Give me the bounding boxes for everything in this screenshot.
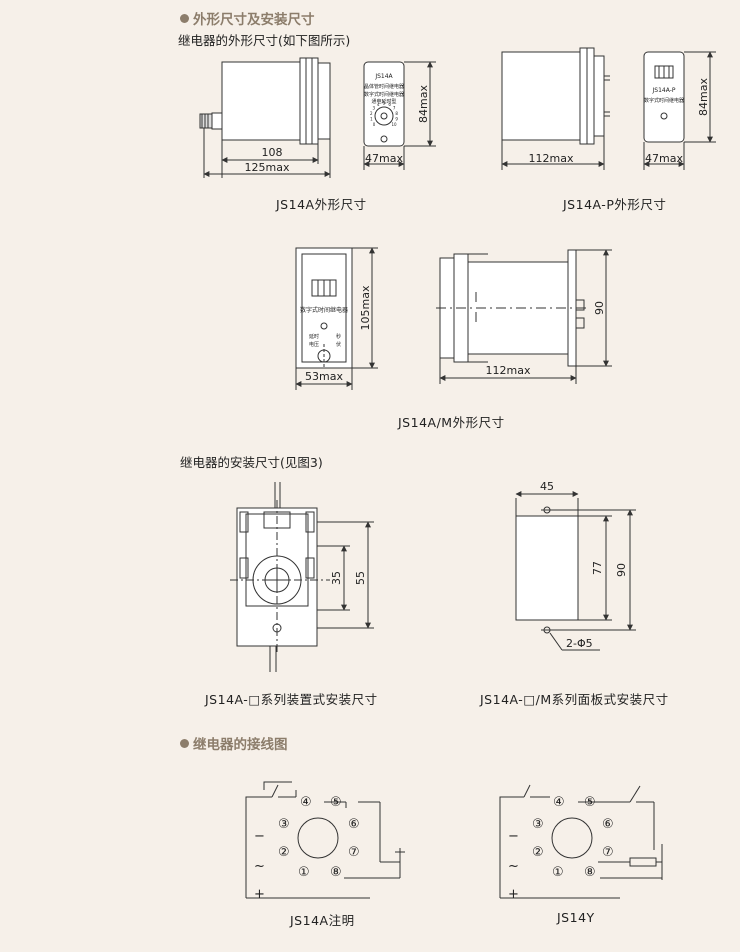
dial-mark: 1 xyxy=(370,117,373,122)
dial-mark: 10 xyxy=(391,122,397,127)
dial-mark: 9 xyxy=(395,117,398,122)
intro-mounting: 继电器的安装尺寸(见图3) xyxy=(180,455,323,470)
fig1-side-view xyxy=(199,57,331,178)
dial-mark: 7 xyxy=(393,106,396,111)
fig3-face-right1: 秒 xyxy=(336,333,341,340)
fig3-dim-width: 53max xyxy=(305,370,343,383)
fig4-socket-view xyxy=(230,482,374,672)
wiring-diagram-1 xyxy=(245,781,405,899)
caption-fig4: JS14A-□系列装置式安装尺寸 xyxy=(205,692,378,707)
fig1-face-line2: 通电延时型 xyxy=(371,98,396,105)
fig1-face-model: JS14A xyxy=(374,73,393,80)
wiring-diagram-2 xyxy=(499,784,663,899)
w1-pin-2: ② xyxy=(278,845,290,860)
dial-mark: 5 xyxy=(383,101,386,106)
fig5-dim-hole: 2-Φ5 xyxy=(566,637,593,650)
caption-fig5: JS14A-□/M系列面板式安装尺寸 xyxy=(480,692,669,707)
w1-pin-4: ④ xyxy=(300,795,312,810)
w2-pin-1: ① xyxy=(552,865,564,880)
dial-mark: 8 xyxy=(395,111,398,116)
w1-sign-ac: ~ xyxy=(254,859,265,874)
caption-wiring-1: JS14A注明 xyxy=(290,913,355,928)
w2-sign-plus: + xyxy=(508,887,519,902)
w2-sign-minus: − xyxy=(508,829,519,844)
fig4-dim-a: 35 xyxy=(330,571,343,585)
fig2-face-model: JS14A-P xyxy=(652,87,676,94)
caption-wiring-2: JS14Y xyxy=(557,910,595,925)
w2-pin-4: ④ xyxy=(553,795,565,810)
fig2-dim-height: 84max xyxy=(697,78,710,116)
fig4-dim-b: 55 xyxy=(354,571,367,585)
w1-sign-minus: − xyxy=(254,829,265,844)
section-heading-wiring: 继电器的接线图 xyxy=(180,733,288,753)
fig5-dim-w: 45 xyxy=(540,480,554,493)
fig1-dim-total: 125max xyxy=(245,161,290,174)
fig3-dim-height: 105max xyxy=(359,285,372,330)
dial-mark: 0 xyxy=(373,122,376,127)
fig5-panel-view xyxy=(515,491,636,651)
caption-fig2: JS14A-P外形尺寸 xyxy=(563,197,667,212)
fig3-front-view xyxy=(295,247,378,390)
w2-pin-7: ⑦ xyxy=(602,845,614,860)
fig2-side-view xyxy=(501,47,610,170)
fig1-dim-height: 84max xyxy=(417,85,430,123)
fig3-face-left1: 延时 xyxy=(309,333,319,340)
fig1-dim-body: 108 xyxy=(262,146,283,159)
fig2-dim-width: 47max xyxy=(645,152,683,165)
dial-mark: 3 xyxy=(373,106,376,111)
w2-pin-8: ⑧ xyxy=(584,865,596,880)
fig3-dim-panel: 90 xyxy=(593,301,606,315)
w2-sign-ac: ~ xyxy=(508,859,519,874)
fig3-face-left2: 电压 xyxy=(309,341,319,348)
section-title: 外形尺寸及安装尺寸 xyxy=(193,12,315,28)
fig3-face-name: 数字式时间继电器 xyxy=(300,306,348,314)
w2-pin-3: ③ xyxy=(532,817,544,832)
intro-dimensions: 继电器的外形尺寸(如下图所示) xyxy=(178,33,351,48)
fig3-side-view xyxy=(436,249,612,384)
w1-sign-plus: + xyxy=(254,887,265,902)
fig1-face-line1: 数字式时间继电器 xyxy=(364,91,404,98)
fig1-front-view xyxy=(363,61,436,170)
w2-pin-2: ② xyxy=(532,845,544,860)
fig3-face-right2: 伏 xyxy=(336,341,341,348)
fig2-face-name: 数字式时间继电器 xyxy=(644,97,684,104)
dial-mark: 4 xyxy=(377,102,380,107)
w1-pin-3: ③ xyxy=(278,817,290,832)
w1-pin-1: ① xyxy=(298,865,310,880)
caption-fig1: JS14A外形尺寸 xyxy=(276,197,367,212)
dial-mark: 2 xyxy=(370,111,373,116)
w2-pin-6: ⑥ xyxy=(602,817,614,832)
bullet-icon xyxy=(180,13,189,23)
fig5-dim-h2: 90 xyxy=(615,563,628,577)
caption-fig3: JS14A/M外形尺寸 xyxy=(398,415,505,430)
bullet-icon xyxy=(180,738,189,748)
section-heading-dimensions: 外形尺寸及安装尺寸 xyxy=(180,8,315,28)
w1-pin-8: ⑧ xyxy=(330,865,342,880)
fig2-dim-body: 112max xyxy=(529,152,574,165)
w1-pin-5: ⑤ xyxy=(330,795,342,810)
fig5-dim-h1: 77 xyxy=(591,561,604,575)
w1-pin-7: ⑦ xyxy=(348,845,360,860)
fig1-dim-width: 47max xyxy=(365,152,403,165)
fig1-face-name: 晶体管时间继电器 xyxy=(364,83,404,90)
fig3-dim-body: 112max xyxy=(486,364,531,377)
fig2-front-view xyxy=(643,51,716,170)
w2-pin-5: ⑤ xyxy=(584,795,596,810)
section-title: 继电器的接线图 xyxy=(193,737,288,753)
w1-pin-6: ⑥ xyxy=(348,817,360,832)
dial-mark: 6 xyxy=(388,102,391,107)
